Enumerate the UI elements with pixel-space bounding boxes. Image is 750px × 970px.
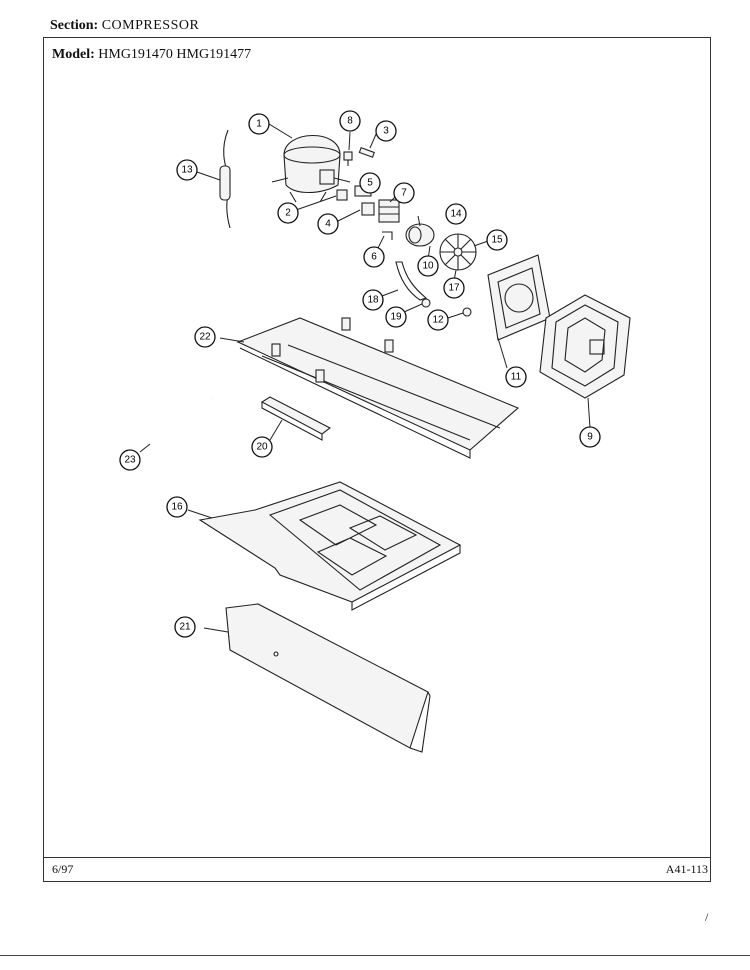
- callout-13: 13: [176, 159, 198, 181]
- model-label: Model:: [52, 47, 95, 62]
- svg-text:18: 18: [367, 295, 379, 306]
- svg-text:6: 6: [371, 252, 377, 263]
- model-values: HMG191470 HMG191477: [98, 47, 252, 62]
- part-20-strip: [260, 396, 332, 441]
- part-6-clip: [382, 231, 393, 240]
- svg-text:8: 8: [347, 116, 353, 127]
- part-3-pin: [358, 147, 375, 158]
- callout-21: 21: [174, 616, 196, 638]
- section-value: COMPRESSOR: [101, 18, 200, 33]
- part-21-panel: [225, 603, 431, 753]
- footer-date: 6/97: [52, 862, 74, 876]
- callout-20: 20: [251, 436, 273, 458]
- svg-text:12: 12: [432, 315, 444, 326]
- part-14-fan-motor: [405, 223, 435, 247]
- svg-text:14: 14: [450, 209, 462, 220]
- callout-16: 16: [166, 496, 188, 518]
- part-7-cover: [378, 199, 400, 223]
- callout-17: 17: [443, 277, 465, 299]
- callout-23: 23: [119, 449, 141, 471]
- part-18-bracket: [395, 261, 428, 301]
- svg-text:16: 16: [171, 502, 183, 513]
- svg-text:13: 13: [181, 165, 193, 176]
- footer-divider: [44, 857, 710, 858]
- svg-text:19: 19: [390, 312, 402, 323]
- callout-22: 22: [194, 326, 216, 348]
- part-11-shroud: [487, 254, 551, 341]
- callout-3: 3: [375, 120, 397, 142]
- callout-11: 11: [505, 366, 527, 388]
- footer-page-code: A41-113: [665, 862, 708, 876]
- callout-8: 8: [339, 110, 361, 132]
- svg-text:4: 4: [325, 219, 331, 230]
- part-16-drain-pan: [198, 481, 462, 611]
- diagram-frame: [43, 37, 711, 882]
- part-9-condenser: [539, 294, 631, 399]
- part-15-fan-blade: [439, 233, 477, 271]
- callout-12: 12: [427, 309, 449, 331]
- callout-4: 4: [317, 213, 339, 235]
- model-line: Model: HMG191470 HMG191477: [52, 47, 251, 63]
- bottom-rule: [0, 955, 750, 956]
- svg-text:7: 7: [401, 188, 407, 199]
- part-2-grommet: [336, 189, 348, 201]
- svg-text:9: 9: [587, 432, 593, 443]
- svg-text:2: 2: [285, 208, 291, 219]
- svg-text:15: 15: [491, 235, 503, 246]
- callout-15: 15: [486, 229, 508, 251]
- part-4-overload: [361, 202, 375, 216]
- svg-text:11: 11: [511, 372, 522, 383]
- part-12-screw: [462, 307, 472, 317]
- part-1-compressor: [271, 135, 351, 203]
- callout-18: 18: [362, 289, 384, 311]
- callout-1: 1: [248, 113, 270, 135]
- section-label: Section:: [50, 18, 99, 33]
- svg-text:20: 20: [256, 442, 268, 453]
- part-19-washer: [421, 298, 431, 308]
- callout-7: 7: [393, 182, 415, 204]
- callout-9: 9: [579, 426, 601, 448]
- part-8-screw: [343, 151, 353, 166]
- svg-text:17: 17: [448, 283, 460, 294]
- svg-text:23: 23: [124, 455, 136, 466]
- part-22-base-rail: [236, 317, 520, 459]
- svg-text:21: 21: [179, 622, 191, 633]
- svg-text:22: 22: [199, 332, 211, 343]
- section-header: Section: COMPRESSOR: [50, 18, 199, 34]
- svg-text:5: 5: [367, 178, 373, 189]
- svg-text:3: 3: [383, 126, 389, 137]
- callout-10: 10: [417, 255, 439, 277]
- svg-text:1: 1: [256, 119, 262, 130]
- callout-14: 14: [445, 203, 467, 225]
- callout-6: 6: [363, 246, 385, 268]
- callout-2: 2: [277, 202, 299, 224]
- part-23-hose: [127, 377, 214, 451]
- callout-19: 19: [385, 306, 407, 328]
- page-mark: /: [705, 910, 709, 924]
- part-13-drier: [219, 129, 231, 229]
- svg-text:10: 10: [422, 261, 434, 272]
- callout-5: 5: [359, 172, 381, 194]
